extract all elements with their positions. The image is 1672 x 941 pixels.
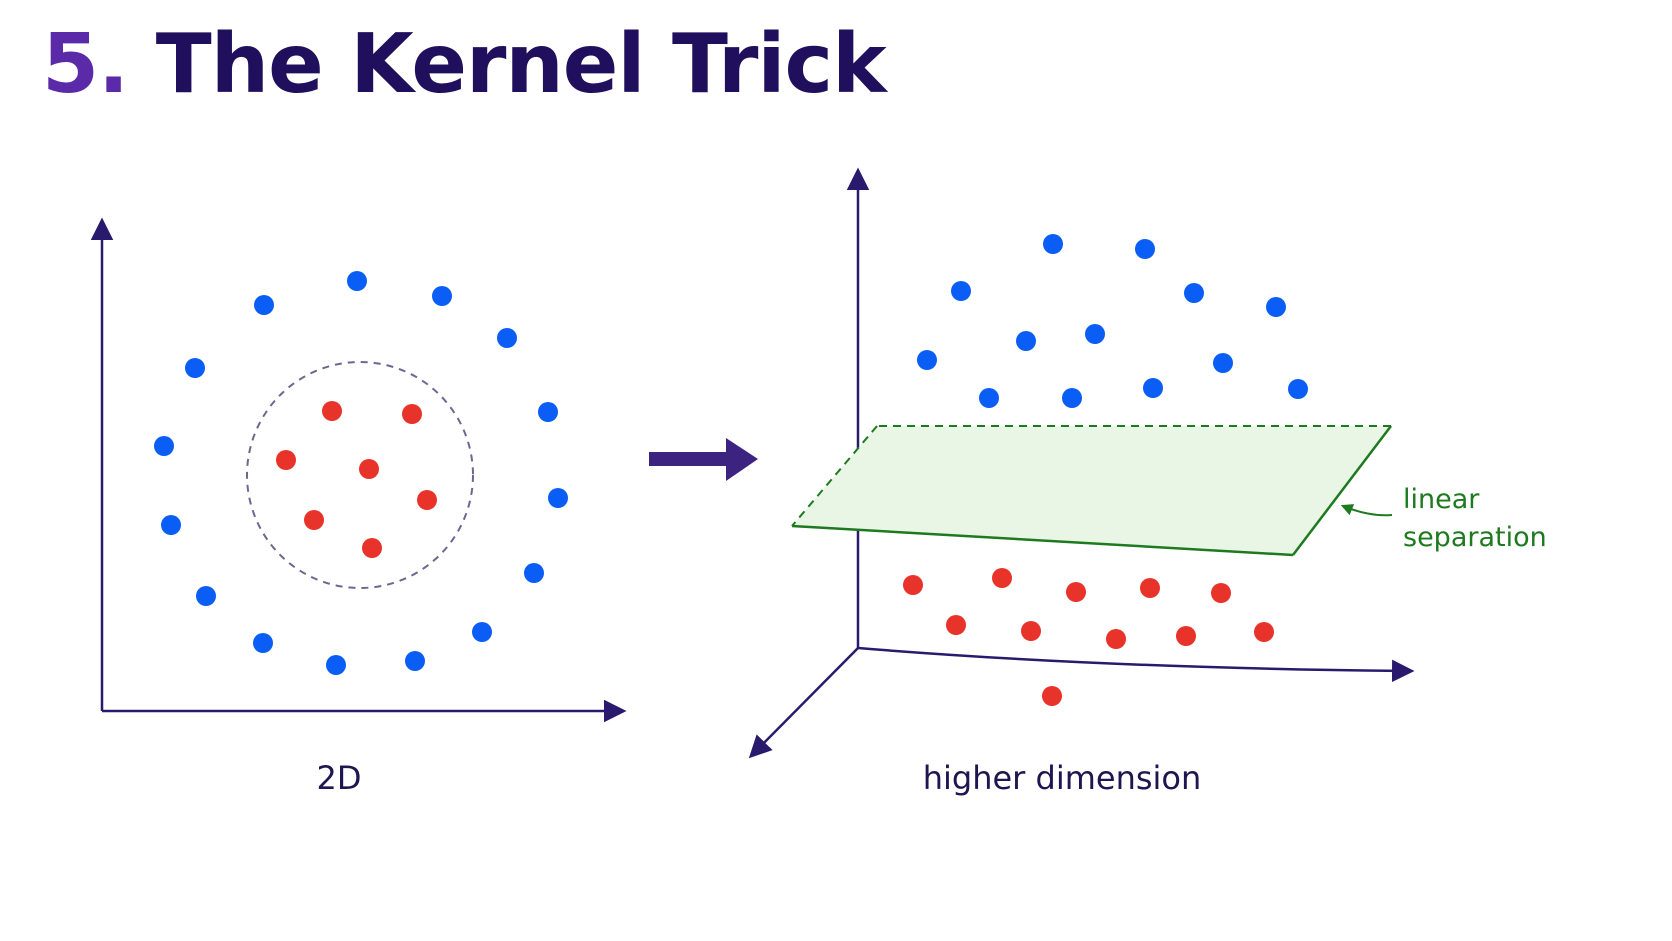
left-blue-point <box>185 358 205 378</box>
right-panel-higher-dimension: linear separation higher dimension <box>748 167 1547 797</box>
right-blue-point <box>979 388 999 408</box>
right-red-point <box>1106 629 1126 649</box>
left-red-point <box>402 404 422 424</box>
right-blue-point <box>951 281 971 301</box>
right-y-axis <box>748 647 859 759</box>
right-caption: higher dimension <box>923 759 1202 797</box>
left-blue-point <box>524 563 544 583</box>
right-blue-point <box>1016 331 1036 351</box>
annotation-pointer-icon <box>1340 504 1393 517</box>
right-red-point <box>1211 583 1231 603</box>
right-blue-point <box>1135 239 1155 259</box>
title-text: The Kernel Trick <box>155 17 887 112</box>
left-blue-point <box>253 633 273 653</box>
left-blue-point <box>347 271 367 291</box>
right-points-group <box>903 234 1308 706</box>
right-red-point <box>1066 582 1086 602</box>
right-blue-point <box>1213 353 1233 373</box>
left-red-point <box>276 450 296 470</box>
left-blue-point <box>326 655 346 675</box>
left-blue-point <box>548 488 568 508</box>
left-blue-point <box>538 402 558 422</box>
left-red-point <box>322 401 342 421</box>
left-caption: 2D <box>317 759 362 797</box>
right-blue-point <box>1288 379 1308 399</box>
right-red-point <box>1021 621 1041 641</box>
left-blue-point <box>161 515 181 535</box>
page-title: 5. The Kernel Trick <box>42 24 887 106</box>
left-red-point <box>362 538 382 558</box>
separating-plane <box>791 425 1392 557</box>
right-x-axis <box>857 646 1415 683</box>
right-red-point <box>992 568 1012 588</box>
class-boundary-circle <box>246 361 474 589</box>
left-panel-2d: 2D <box>90 217 627 797</box>
right-red-point <box>946 615 966 635</box>
right-blue-point <box>1043 234 1063 254</box>
annotation-line-2: separation <box>1403 522 1547 553</box>
left-blue-point <box>472 622 492 642</box>
right-blue-point <box>1266 297 1286 317</box>
left-blue-point <box>154 436 174 456</box>
title-number: 5. <box>42 17 129 112</box>
left-red-point <box>417 490 437 510</box>
right-blue-point <box>1062 388 1082 408</box>
right-blue-point <box>917 350 937 370</box>
left-blue-point <box>432 286 452 306</box>
right-red-point <box>1176 626 1196 646</box>
left-red-point <box>304 510 324 530</box>
left-blue-point <box>497 328 517 348</box>
left-blue-point <box>405 651 425 671</box>
mapping-arrow-icon <box>649 438 758 481</box>
left-blue-point <box>196 586 216 606</box>
right-blue-point <box>1143 378 1163 398</box>
right-blue-point <box>1184 283 1204 303</box>
left-red-point <box>359 459 379 479</box>
right-red-point <box>1254 622 1274 642</box>
right-red-point <box>1042 686 1062 706</box>
right-blue-point <box>1085 324 1105 344</box>
annotation-line-1: linear <box>1403 484 1480 515</box>
left-blue-point <box>254 295 274 315</box>
right-red-point <box>1140 578 1160 598</box>
right-red-point <box>903 575 923 595</box>
left-points-group <box>154 271 568 675</box>
